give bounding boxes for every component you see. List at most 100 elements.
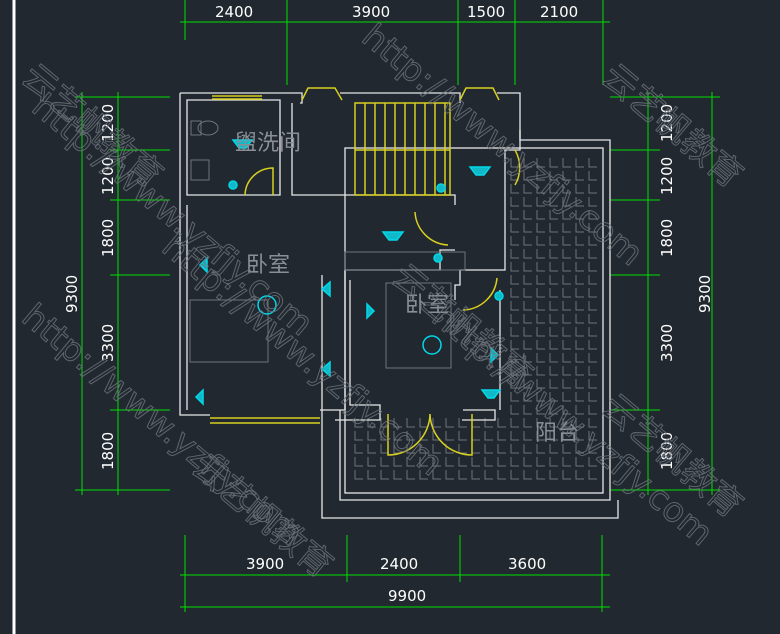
floor-tile: [575, 249, 584, 259]
floor-tile: [523, 301, 532, 311]
floor-tile: [432, 418, 441, 428]
floor-tile: [536, 288, 545, 298]
floor-tile: [354, 431, 363, 441]
floor-tile: [575, 327, 584, 337]
floor-tile: [549, 392, 558, 402]
floor-tile: [549, 340, 558, 350]
window-bathroom: [212, 95, 262, 100]
floor-tile: [354, 418, 363, 428]
floor-tile: [510, 210, 519, 220]
floor-tile: [354, 457, 363, 467]
floor-tile: [536, 340, 545, 350]
floor-tile: [432, 444, 441, 454]
floor-tile: [406, 431, 415, 441]
floor-tile: [523, 405, 532, 415]
floor-tile: [536, 301, 545, 311]
floor-tile: [562, 171, 571, 181]
floor-tile: [432, 470, 441, 480]
floor-tile: [510, 340, 519, 350]
staircase: [354, 102, 451, 196]
floor-tile: [575, 301, 584, 311]
floor-tile: [536, 444, 545, 454]
floor-tile: [549, 470, 558, 480]
room-label-bedroom-2: 卧室: [405, 293, 449, 318]
floor-tile: [575, 470, 584, 480]
floor-tile: [510, 379, 519, 389]
floor-tile: [549, 444, 558, 454]
floor-tile: [406, 444, 415, 454]
floor-tile: [523, 262, 532, 272]
floor-tile: [523, 275, 532, 285]
room-label-bathroom: 盥洗间: [235, 131, 301, 156]
floor-tile: [510, 418, 519, 428]
left-dimension: 1200 1200 1800 3300 1800 9300: [63, 92, 170, 495]
watermarks: http://www.yzfjy.com http://www.yzfjy.co…: [14, 16, 751, 587]
dim-top-1: 2400: [215, 3, 253, 21]
floor-tile: [562, 418, 571, 428]
floor-tile: [445, 470, 454, 480]
floor-tile: [458, 470, 467, 480]
floor-tile: [562, 288, 571, 298]
dim-left-3: 1800: [99, 219, 117, 257]
floor-tile: [536, 184, 545, 194]
floor-tile: [575, 457, 584, 467]
floor-tile: [549, 366, 558, 376]
floor-tile: [510, 353, 519, 363]
floor-tile: [458, 457, 467, 467]
floor-tile: [549, 431, 558, 441]
floor-tile: [510, 223, 519, 233]
floor-tile: [562, 184, 571, 194]
floor-tile: [510, 392, 519, 402]
floor-tile: [510, 197, 519, 207]
floor-tile: [575, 444, 584, 454]
floor-tile: [536, 327, 545, 337]
floor-tile: [510, 457, 519, 467]
floor-tile: [393, 470, 402, 480]
floor-tile: [549, 210, 558, 220]
floor-tile: [510, 366, 519, 376]
floor-tile: [588, 158, 597, 168]
dim-right-total: 9300: [696, 275, 714, 313]
floor-tile: [575, 379, 584, 389]
floor-tile: [471, 444, 480, 454]
floor-tile: [562, 197, 571, 207]
floor-tile: [523, 392, 532, 402]
floor-tile: [445, 418, 454, 428]
floor-tile: [562, 340, 571, 350]
floor-tile: [523, 470, 532, 480]
dim-top-2: 3900: [352, 3, 390, 21]
floor-tile: [562, 249, 571, 259]
floor-tile: [575, 236, 584, 246]
floor-tile: [523, 353, 532, 363]
floor-tile: [406, 418, 415, 428]
floor-tile: [536, 457, 545, 467]
room-label-balcony: 阳台: [535, 421, 579, 446]
floor-tile: [510, 431, 519, 441]
floor-tile: [510, 171, 519, 181]
dim-right-3: 1800: [658, 219, 676, 257]
floor-tile: [523, 171, 532, 181]
floor-tile: [536, 223, 545, 233]
floor-tile: [588, 353, 597, 363]
floor-tile: [549, 184, 558, 194]
floor-tile: [549, 405, 558, 415]
dim-right-1: 1200: [658, 104, 676, 142]
floor-tile: [510, 405, 519, 415]
door-bedroom-1: [414, 211, 449, 246]
floor-tile: [458, 418, 467, 428]
floor-tile: [562, 366, 571, 376]
floor-tile: [562, 210, 571, 220]
floor-tile: [562, 262, 571, 272]
floor-tile: [549, 457, 558, 467]
watermark-brand-3: 云艺帆教育: [384, 256, 540, 396]
floor-tile: [588, 379, 597, 389]
floor-tile: [588, 327, 597, 337]
floor-tile: [432, 457, 441, 467]
floor-tile: [367, 444, 376, 454]
floor-tile: [588, 184, 597, 194]
bay-window-2: [459, 87, 500, 101]
sink-icon: [190, 159, 210, 181]
floor-tile: [588, 457, 597, 467]
dim-bottom-total: 9900: [388, 587, 426, 605]
floor-tile: [562, 158, 571, 168]
